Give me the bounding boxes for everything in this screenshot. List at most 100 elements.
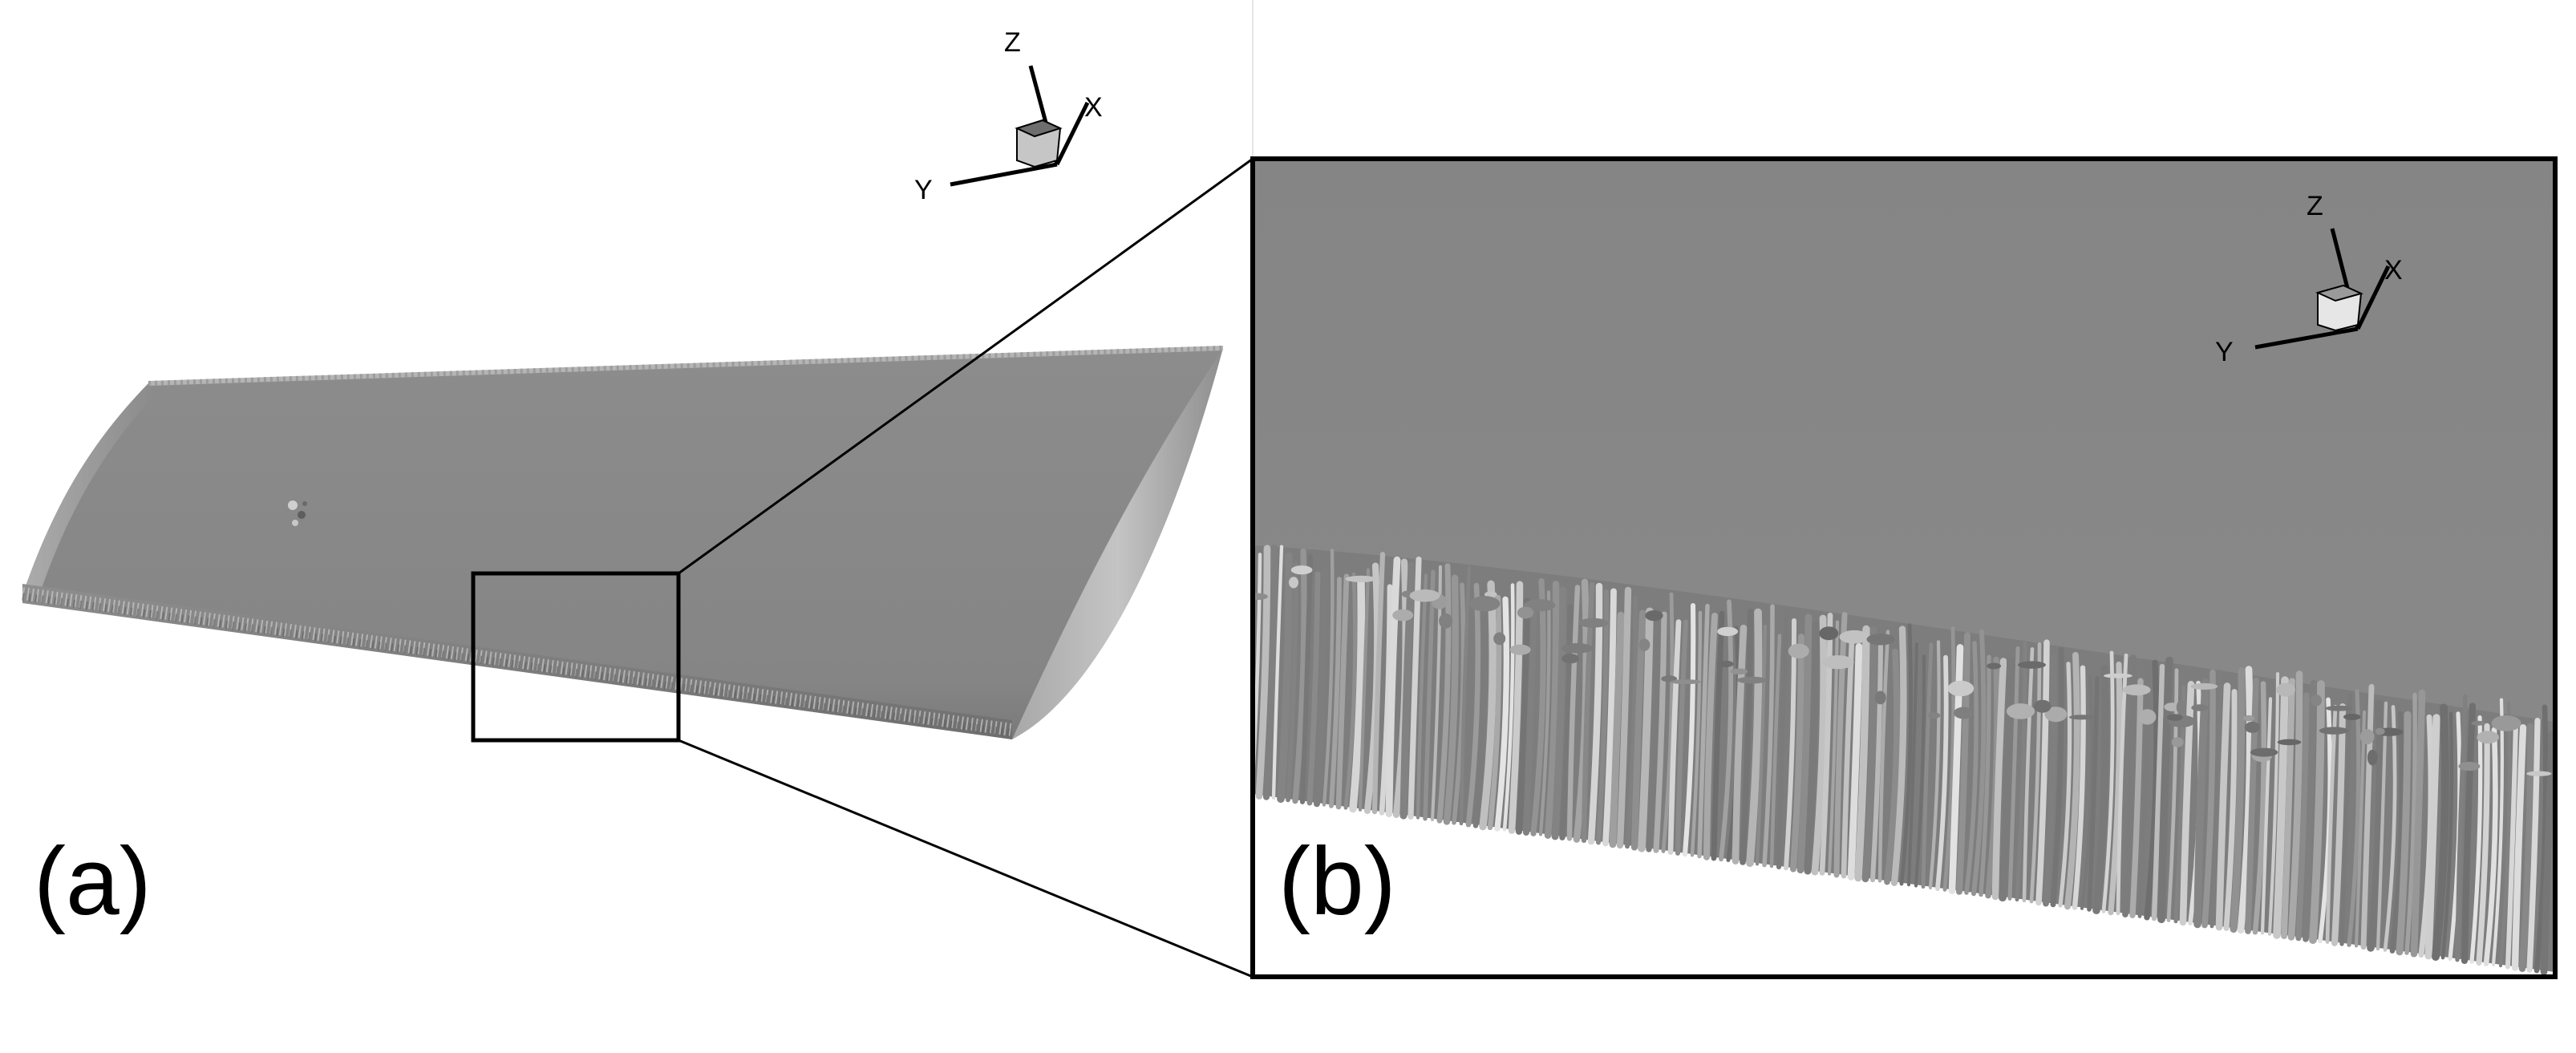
turbulent-streak [1385,556,1401,818]
turbulent-streak [1690,610,1703,857]
turbulent-streak [1335,573,1350,810]
turbulent-streak [2476,723,2490,966]
turbulent-streak [2404,692,2417,955]
turbulent-streak [1314,568,1328,808]
turbulent-streak [1538,590,1551,836]
turbulent-streak [1841,637,1855,879]
turbulent-streak [2215,682,2231,931]
leading-edge-ridge [148,346,1224,386]
turbulent-streak [1861,626,1877,883]
transition-blob [1638,638,1651,651]
transition-blob [2359,729,2375,745]
transition-blob [2276,682,2295,697]
transition-blob [1517,606,1534,619]
turbulent-streak [1769,634,1782,869]
turbulent-streak [1515,597,1531,835]
axis-y-label-a: Y [914,175,933,205]
transition-blob [1717,626,1739,637]
transition-blob [1730,668,1748,675]
surface-bump [288,500,307,526]
turbulent-streak [2237,666,2254,934]
wing-root-edge [22,383,157,597]
turbulent-streak [1732,624,1748,865]
transition-blob [2250,747,2278,757]
transition-blob [1289,577,1298,589]
transition-blob [2167,714,2183,721]
turbulent-streak [1804,621,1820,875]
transition-blob [1819,626,1839,641]
axis-x-label-a: X [1084,92,1103,123]
turbulent-streak [2101,650,2115,913]
axis-y-label-b: Y [2215,337,2234,367]
turbulent-streak [1459,566,1472,826]
turbulent-streak [1271,545,1284,800]
transition-blob [1947,680,1975,697]
turbulent-streak [1935,654,1949,892]
transition-blob [1716,660,1734,668]
turbulent-streak [1349,578,1366,813]
transition-blob [2319,727,2349,735]
transition-blob [1928,712,1941,719]
turbulent-streak [1299,553,1314,804]
transition-blob [2176,700,2187,715]
turbulent-streak [2396,711,2412,956]
turbulent-streak [1472,581,1487,828]
panel-b: Z X Y (b) [1250,156,2558,979]
turbulent-streak [1746,608,1763,867]
transition-blob [1670,679,1702,685]
axes-triad-a: Z X Y [914,27,1103,205]
turbulent-streak [2245,677,2259,934]
turbulent-streak [1653,611,1667,853]
turbulent-streak [2432,703,2449,961]
transition-blob [1493,632,1506,646]
transition-blob [2044,707,2068,723]
turbulent-streak [2035,639,2050,906]
transition-blob [2458,761,2481,772]
wing-tip-section [1012,348,1223,739]
turbulent-streak [1523,602,1537,836]
turbulent-streak [2281,678,2295,940]
turbulent-streak [2483,727,2498,966]
transition-blob [2526,771,2552,776]
turbulent-streak [2260,697,2273,935]
transition-blob [1409,589,1440,602]
turbulent-streak [1559,604,1574,840]
turbulent-streak [1661,592,1675,853]
turbulent-streak [1587,582,1603,845]
turbulent-streak [2273,676,2289,939]
turbulent-streak [1914,654,1926,888]
turbulent-streak [1551,586,1567,840]
turbulent-streak [1286,562,1298,803]
transition-blob [2171,737,2184,747]
turbulent-streak [2367,699,2384,952]
transition-blob [2164,703,2181,711]
turbulent-streak [1971,629,1987,897]
turbulent-streak [2058,662,2072,908]
transition-blob [1509,644,1531,655]
transition-blob [2477,731,2499,744]
turbulent-streak [2193,678,2209,929]
turbulent-streak [2295,692,2310,942]
turbulent-streak [2087,675,2100,912]
turbulent-streak [2072,665,2086,910]
turbulent-streak [2424,714,2440,960]
turbulent-streaks [1253,544,2555,975]
axis-z-label-b: Z [2307,191,2323,221]
turbulent-streak [1494,596,1509,832]
turbulent-streak [2505,720,2519,970]
turbulent-streak [2491,698,2505,966]
turbulent-streak [1602,588,1617,847]
transition-blob [2343,713,2361,720]
axis-x-label-b: X [2384,255,2403,286]
transition-blob [2471,720,2486,726]
transition-blob [2325,705,2353,711]
turbulent-streak [1487,594,1502,831]
transition-blob [2190,682,2218,690]
transition-blob [2068,715,2095,720]
turbulent-streak [2157,656,2173,924]
axes-triad-b: Z X Y [2215,191,2403,367]
turbulent-streak [2410,689,2426,958]
turbulent-streak [2267,672,2280,936]
turbulent-streak [1609,611,1625,848]
